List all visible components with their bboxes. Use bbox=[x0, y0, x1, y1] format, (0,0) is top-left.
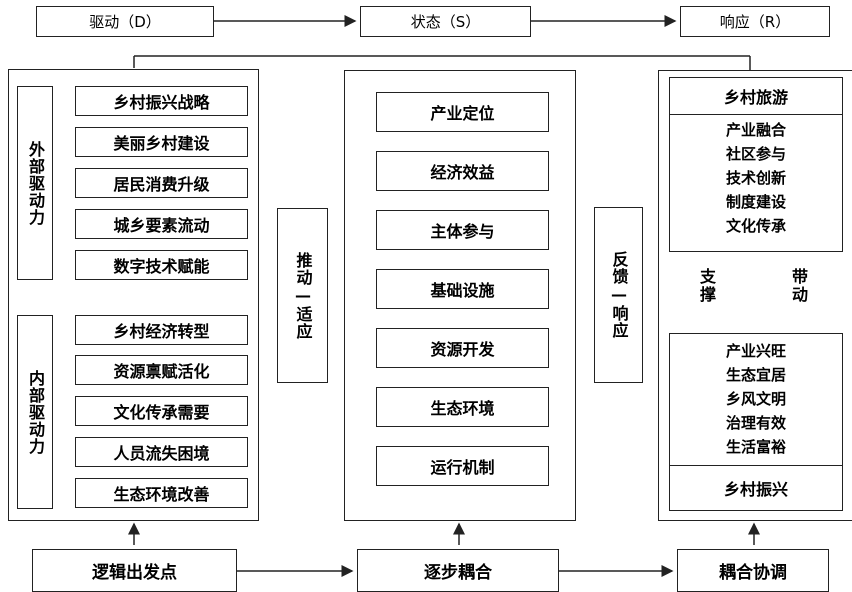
push-adapt-label: 推动—适应 bbox=[277, 208, 328, 383]
internal-driver-label: 内部驱动力 bbox=[17, 315, 53, 509]
revival-items: 产业兴旺 生态宜居 乡风文明 治理有效 生活富裕 bbox=[726, 334, 786, 465]
tourism-item-5: 文化传承 bbox=[725, 217, 786, 235]
tourism-item-2: 社区参与 bbox=[725, 145, 786, 163]
revival-item-5: 生活富裕 bbox=[725, 438, 786, 456]
internal-item-3: 文化传承需要 bbox=[75, 396, 248, 426]
revival-item-2: 生态宜居 bbox=[725, 366, 786, 384]
state-box: 状态（S） bbox=[360, 6, 531, 37]
center-item-2: 经济效益 bbox=[376, 151, 549, 191]
internal-item-5: 生态环境改善 bbox=[75, 478, 248, 508]
internal-item-4: 人员流失困境 bbox=[75, 437, 248, 467]
response-box: 响应（R） bbox=[680, 6, 830, 37]
internal-item-1: 乡村经济转型 bbox=[75, 315, 248, 345]
feedback-response-label: 反馈—响应 bbox=[594, 207, 643, 383]
center-item-5: 资源开发 bbox=[376, 328, 549, 368]
coupling-coordination-box: 耦合协调 bbox=[677, 549, 829, 592]
tourism-item-3: 技术创新 bbox=[725, 169, 786, 187]
revival-box: 产业兴旺 生态宜居 乡风文明 治理有效 生活富裕 乡村振兴 bbox=[669, 333, 843, 511]
center-item-1: 产业定位 bbox=[376, 92, 549, 132]
revival-item-3: 乡风文明 bbox=[725, 390, 786, 408]
center-item-7: 运行机制 bbox=[376, 446, 549, 486]
external-item-3: 居民消费升级 bbox=[75, 168, 248, 198]
gradual-coupling-box: 逐步耦合 bbox=[357, 549, 559, 592]
tourism-items: 产业融合 社区参与 技术创新 制度建设 文化传承 bbox=[726, 115, 786, 238]
support-label: 支撑 bbox=[697, 268, 716, 304]
revival-item-1: 产业兴旺 bbox=[725, 342, 786, 360]
driver-box: 驱动（D） bbox=[36, 6, 214, 37]
external-item-5: 数字技术赋能 bbox=[75, 250, 248, 280]
center-item-4: 基础设施 bbox=[376, 269, 549, 309]
external-driver-label: 外部驱动力 bbox=[17, 86, 53, 280]
tourism-box: 乡村旅游 产业融合 社区参与 技术创新 制度建设 文化传承 bbox=[669, 77, 843, 252]
center-item-3: 主体参与 bbox=[376, 210, 549, 250]
tourism-item-1: 产业融合 bbox=[725, 121, 786, 139]
tourism-title: 乡村旅游 bbox=[670, 78, 842, 115]
internal-item-2: 资源禀赋活化 bbox=[75, 355, 248, 385]
external-item-1: 乡村振兴战略 bbox=[75, 86, 248, 116]
external-item-4: 城乡要素流动 bbox=[75, 209, 248, 239]
tourism-item-4: 制度建设 bbox=[725, 193, 786, 211]
revival-item-4: 治理有效 bbox=[725, 414, 786, 432]
logic-start-box: 逻辑出发点 bbox=[32, 549, 237, 592]
revival-title: 乡村振兴 bbox=[670, 465, 842, 510]
drive-label: 带动 bbox=[789, 268, 808, 304]
external-item-2: 美丽乡村建设 bbox=[75, 127, 248, 157]
center-item-6: 生态环境 bbox=[376, 387, 549, 427]
